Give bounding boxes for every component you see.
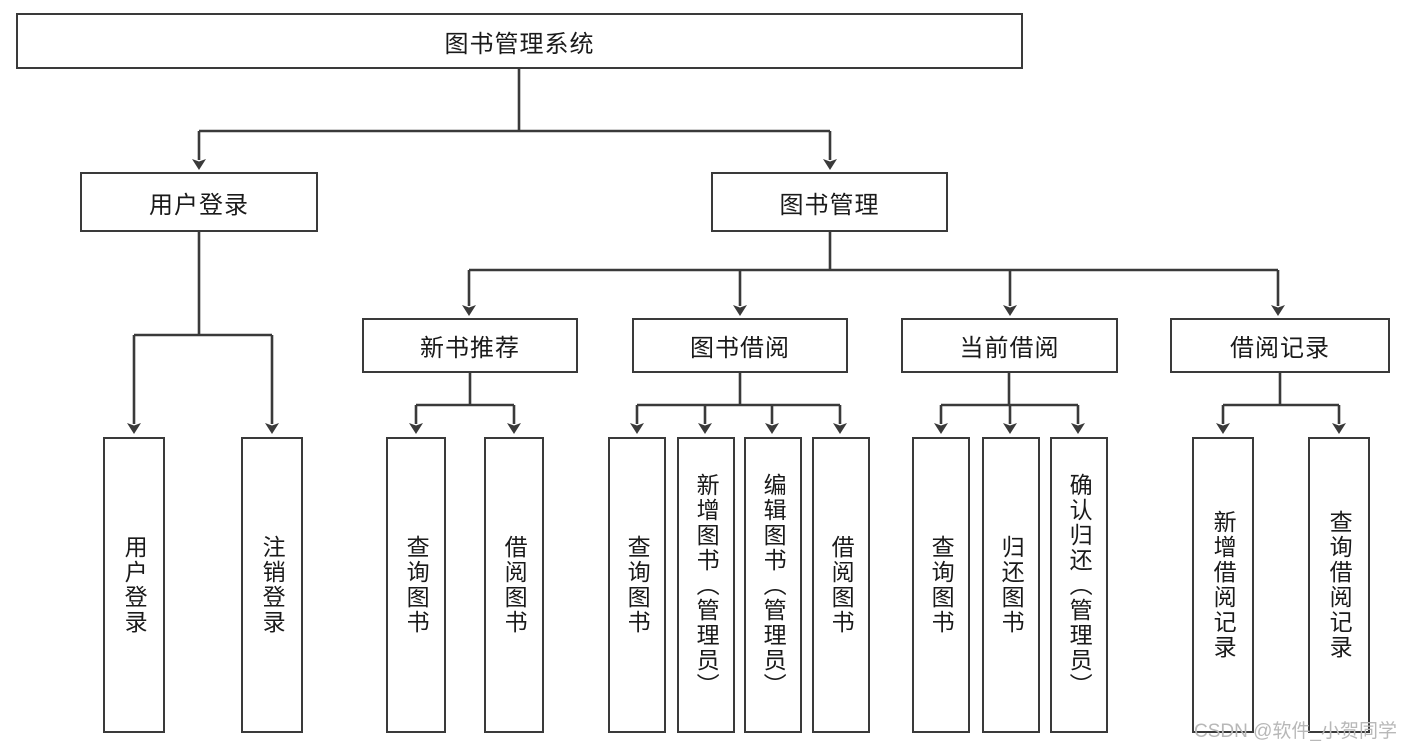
node-user-login[interactable]: 用户登录 (80, 172, 318, 232)
node-book-borrow-label: 图书借阅 (690, 335, 790, 362)
node-leaf-query-book-1-label: 查询图书 (403, 535, 430, 635)
node-root-system[interactable]: 图书管理系统 (16, 13, 1023, 69)
node-leaf-borrow-book-2-label: 借阅图书 (828, 535, 855, 635)
node-leaf-add-record-label: 新增借阅记录 (1210, 510, 1237, 660)
node-leaf-add-book-label: 新增图书（管理员） (693, 472, 720, 698)
node-leaf-query-book-2[interactable]: 查询图书 (608, 437, 666, 733)
node-leaf-confirm-return-label: 确认归还（管理员） (1066, 472, 1093, 698)
node-leaf-query-book-2-label: 查询图书 (624, 535, 651, 635)
node-leaf-borrow-book-1[interactable]: 借阅图书 (484, 437, 544, 733)
node-leaf-return-book-label: 归还图书 (998, 535, 1025, 635)
node-leaf-query-record[interactable]: 查询借阅记录 (1308, 437, 1370, 733)
node-leaf-query-book-1[interactable]: 查询图书 (386, 437, 446, 733)
node-book-manage-label: 图书管理 (779, 191, 880, 219)
node-leaf-borrow-book-2[interactable]: 借阅图书 (812, 437, 870, 733)
node-book-borrow[interactable]: 图书借阅 (632, 318, 848, 373)
node-borrow-record-label: 借阅记录 (1230, 335, 1330, 362)
node-leaf-query-book-3-label: 查询图书 (928, 535, 955, 635)
node-leaf-edit-book[interactable]: 编辑图书（管理员） (744, 437, 802, 733)
node-new-book-rec-label: 新书推荐 (420, 335, 520, 362)
node-leaf-edit-book-label: 编辑图书（管理员） (760, 472, 787, 698)
node-leaf-user-login-label: 用户登录 (121, 535, 148, 635)
node-book-manage[interactable]: 图书管理 (711, 172, 948, 232)
node-borrow-record[interactable]: 借阅记录 (1170, 318, 1390, 373)
node-leaf-confirm-return[interactable]: 确认归还（管理员） (1050, 437, 1108, 733)
node-new-book-rec[interactable]: 新书推荐 (362, 318, 578, 373)
node-leaf-borrow-book-1-label: 借阅图书 (501, 535, 528, 635)
node-leaf-logout[interactable]: 注销登录 (241, 437, 303, 733)
node-current-borrow-label: 当前借阅 (959, 335, 1060, 362)
node-user-login-label: 用户登录 (149, 191, 249, 219)
node-leaf-add-book[interactable]: 新增图书（管理员） (677, 437, 735, 733)
node-leaf-add-record[interactable]: 新增借阅记录 (1192, 437, 1254, 733)
node-leaf-user-login[interactable]: 用户登录 (103, 437, 165, 733)
node-leaf-query-book-3[interactable]: 查询图书 (912, 437, 970, 733)
node-current-borrow[interactable]: 当前借阅 (901, 318, 1118, 373)
node-root-system-label: 图书管理系统 (444, 30, 595, 58)
node-leaf-logout-label: 注销登录 (259, 535, 286, 635)
watermark-text: CSDN @软件_小贺同学 (1194, 721, 1397, 742)
node-leaf-return-book[interactable]: 归还图书 (982, 437, 1040, 733)
node-leaf-query-record-label: 查询借阅记录 (1326, 510, 1353, 660)
